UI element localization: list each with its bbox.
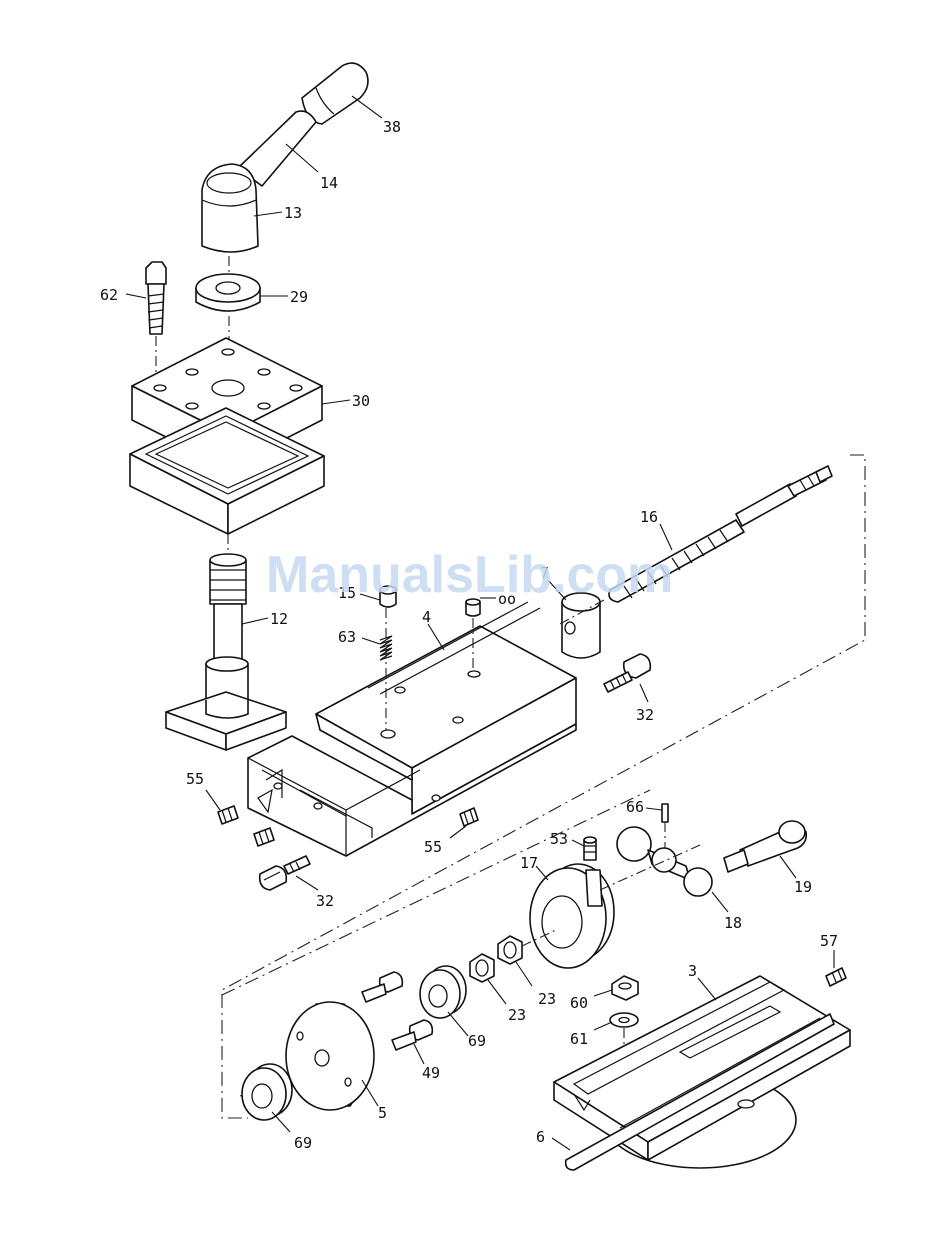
part-3-compound-base [554,976,850,1168]
part-38-handle-knob [302,63,368,124]
watermark: ManualsLib.com [266,546,673,604]
callout-61: 61 [570,1030,588,1048]
callout-19: 19 [794,878,812,896]
part-49-screw-b [392,1020,432,1050]
callout-38: 38 [383,118,401,136]
part-19-handle [724,821,806,872]
callout-49: 49 [422,1064,440,1082]
callout-5: 5 [378,1104,387,1122]
part-66-pin [662,804,668,850]
callout-16: 16 [640,508,658,526]
callout-63: 63 [338,628,356,646]
callout-17: 17 [520,854,538,872]
callout-32-upper: 32 [636,706,654,724]
part-62-bolt [146,262,166,388]
callout-14: 14 [320,174,338,192]
setscrew-mid [254,828,274,846]
part-57-setscrew [826,968,846,986]
part-60-nut [612,976,638,1000]
callout-62: 62 [100,286,118,304]
part-29-washer [196,274,260,311]
part-32-screw-upper [604,654,650,692]
part-55-setscrew-right [460,808,478,826]
callout-29: 29 [290,288,308,306]
part-32-screw-lower [260,856,310,890]
callout-57: 57 [820,932,838,950]
callout-12: 12 [270,610,288,628]
callout-6: 6 [536,1128,545,1146]
part-55-setscrew-left [218,806,238,824]
part-69-ring-lower [242,1064,292,1120]
callout-3: 3 [688,962,697,980]
part-53-pin [584,837,596,860]
callout-55-left: 55 [186,770,204,788]
part-13-lever-head [202,164,258,252]
callout-60: 60 [570,994,588,1012]
callout-18: 18 [724,914,742,932]
part-63-spring [380,636,392,660]
part-5-dial-body [286,1002,374,1110]
callout-30: 30 [352,392,370,410]
callout-66: 66 [626,798,644,816]
callout-69-upper: 69 [468,1032,486,1050]
part-23-nut-b [498,936,522,964]
part-4-cross-slide [248,602,576,856]
callout-32-lower: 32 [316,892,334,910]
callout-69-lower: 69 [294,1134,312,1152]
callout-4: 4 [422,608,431,626]
callout-55-right: 55 [424,838,442,856]
callout-23-right: 23 [538,990,556,1008]
part-49-screw-a [362,972,402,1002]
callout-53: 53 [550,830,568,848]
callout-13: 13 [284,204,302,222]
part-69-ring-upper [420,966,466,1018]
callout-23-left: 23 [508,1006,526,1024]
part-23-nut-a [470,954,494,982]
